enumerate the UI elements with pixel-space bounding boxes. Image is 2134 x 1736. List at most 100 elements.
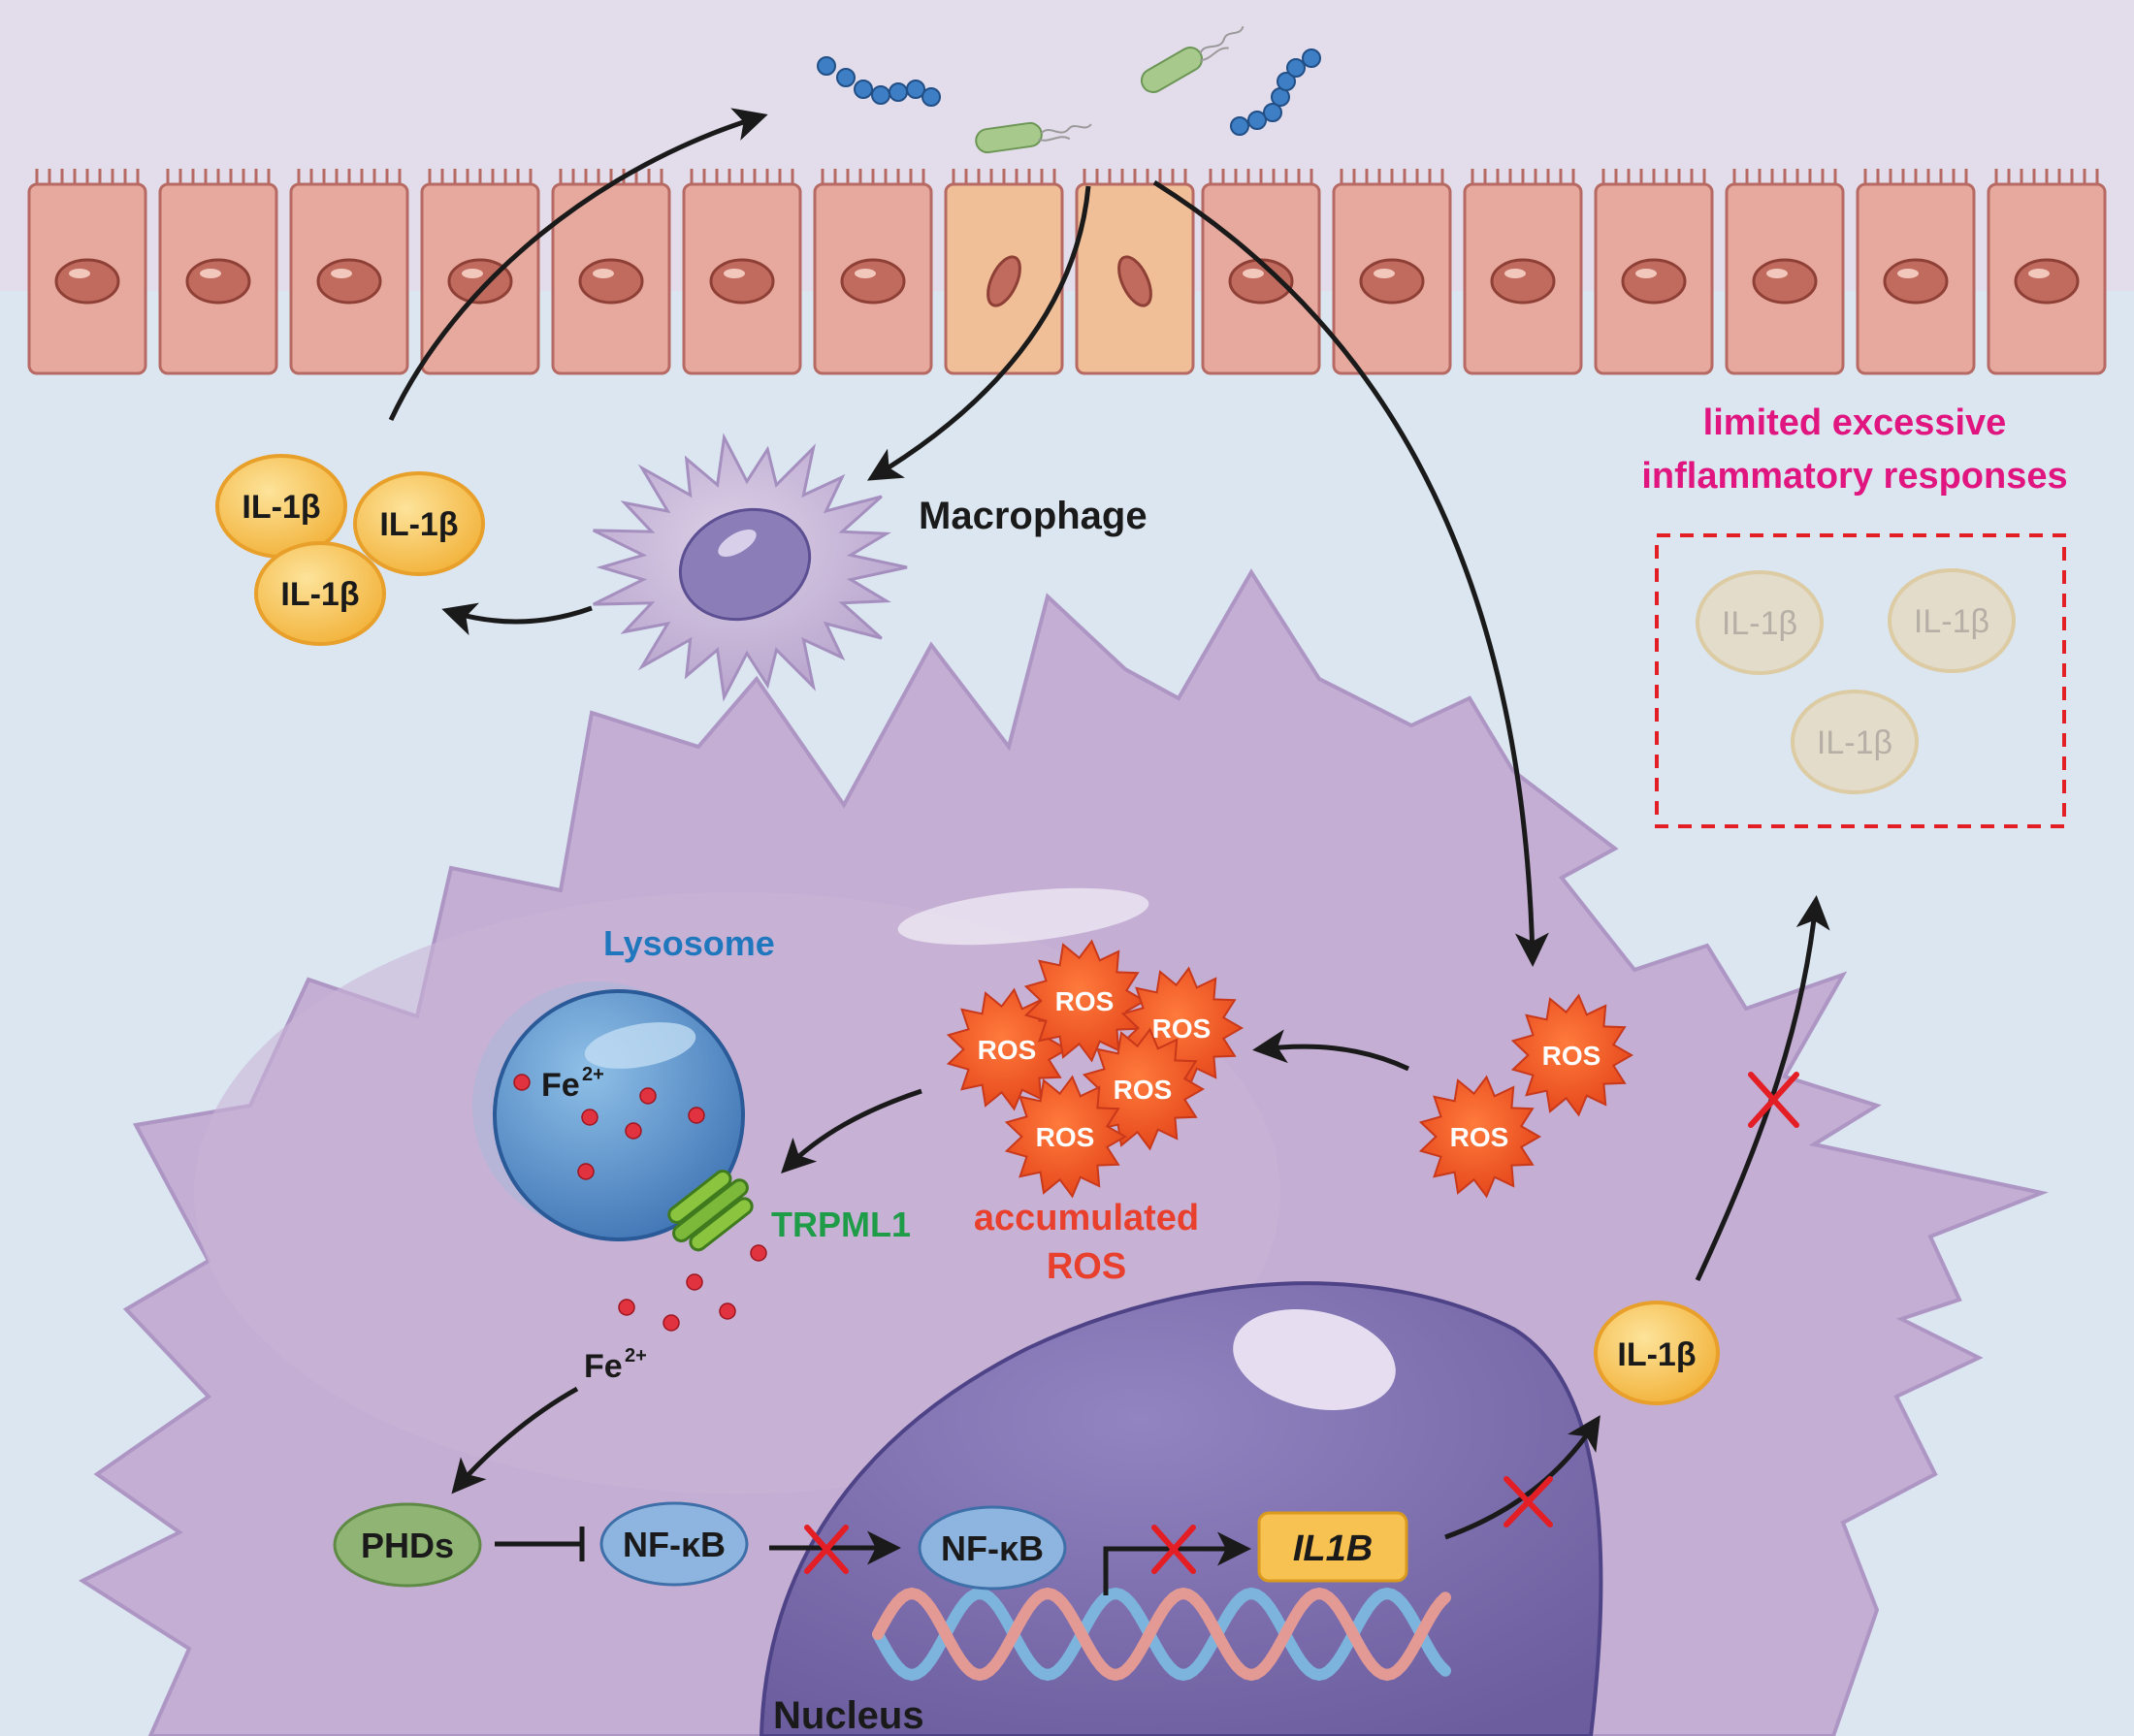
iron-dot [513,1074,531,1091]
rod-bacterium-body [1140,47,1204,93]
arrow-ros-to-accumulated [1252,1029,1410,1072]
ros-label: ROS [978,1035,1037,1065]
epithelial-cell [1332,169,1452,375]
arrow-gene-to-il1b [1444,1415,1600,1540]
cell-highlight [897,887,1149,946]
nfkb-cytoplasm-node: NF-κB [599,1501,749,1587]
epithelial-cell [551,169,671,375]
epithelial-nucleus-highlight [462,269,483,278]
lysosome [472,981,745,1241]
microvilli [1863,169,1968,184]
arrow-il1b-to-limited [1695,895,1830,1282]
coccus-bacterium [836,68,856,87]
arrow-bacteria-to-macrophage [866,185,1091,481]
microvilli [1732,169,1837,184]
nfkb-nucleus-label: NF-κB [941,1528,1044,1568]
iron-dot [686,1273,703,1291]
il1b-limited: IL-1β [1888,568,2016,673]
epithelial-nucleus-highlight [1897,269,1919,278]
epithelial-nucleus-highlight [331,269,352,278]
inhibition-phds-nfkb [495,1527,585,1561]
ros-star [946,987,1070,1111]
epithelial-cell [158,169,278,375]
flagella [1038,123,1092,142]
flagella [1199,25,1245,62]
dna-helix [872,1587,1451,1682]
ros-molecule: ROS [1418,1075,1542,1199]
microvilli [1083,169,1187,184]
il1b-limited-label: IL-1β [1722,605,1797,642]
microvilli [952,169,1056,184]
ros-label: ROS [1152,1013,1212,1044]
epithelial-nucleus [1752,258,1818,305]
coccus-bacterium [1230,116,1249,136]
epithelial-cell [1987,169,2107,375]
microvilli [821,169,925,184]
fe-inside-superscript: 2+ [582,1064,604,1085]
epithelial-cell [1075,169,1195,375]
epithelial-nucleus [1490,258,1556,305]
microvilli [1471,169,1575,184]
epithelial-nucleus [578,258,644,305]
block-x-transcription [1151,1525,1196,1574]
iron-dot [581,1109,598,1126]
nfkb-nucleus-node: NF-κB [918,1505,1067,1591]
microvilli [1209,169,1313,184]
fe-released-superscript: 2+ [625,1345,647,1366]
epithelial-cell [1201,169,1321,375]
il1b-secreted: IL-1β [215,454,347,559]
fe-inside-label: Fe 2+ [541,1064,604,1104]
coccus-bacterium [1247,111,1267,130]
arrow-fe-to-phds [451,1386,579,1495]
il1b-gene-box [1257,1511,1408,1583]
coccus-bacterium [1263,103,1282,122]
epithelium-layer [27,169,2107,375]
arrows [388,108,1830,1595]
block-marks [804,1072,1799,1574]
microvilli [1601,169,1706,184]
epithelial-cell [682,169,802,375]
epithelial-nucleus-highlight [1635,269,1657,278]
nucleus-label: Nucleus [773,1694,924,1736]
epithelial-nucleus [1883,258,1949,305]
il1b-limited-ellipse [1888,568,2016,673]
il1b-product-node: IL-1β [1594,1301,1720,1405]
arrow-bacteria-to-ros [1152,179,1549,967]
iron-dot [750,1244,767,1262]
trpml1-subunit [689,1197,754,1252]
dna-strand-pink [872,1587,1451,1682]
coccus-bacterium [1302,48,1321,68]
microvilli [1994,169,2099,184]
il1b-limited-ellipse [1791,690,1919,794]
il1b-gene-label: IL1B [1293,1528,1373,1569]
nucleus-shape [759,1281,1603,1736]
block-x-translocation [804,1525,849,1574]
il1b-limited-label: IL-1β [1914,603,1989,640]
ros-label: ROS [1450,1122,1509,1152]
nucleus-highlight [1233,1308,1396,1411]
ros-label: ROS [1542,1041,1601,1071]
microvilli [428,169,533,184]
epithelial-nucleus-highlight [593,269,614,278]
arrow-il1b-to-lumen [388,108,768,422]
nfkb-cytoplasm-ellipse [599,1501,749,1587]
iron-dot [618,1299,635,1316]
lysosome-highlight [584,1022,696,1069]
phds-label: PHDs [361,1526,454,1565]
il1b-product-label: IL-1β [1617,1336,1696,1373]
coccus-bacterium [906,80,925,99]
iron-dot [663,1314,680,1332]
epithelial-nucleus-highlight [724,269,745,278]
il1b-limited-ellipse [1696,570,1824,675]
ros-molecule: ROS [1004,1075,1128,1199]
rod-bacterium-body [975,121,1043,154]
rod-bacterium [975,121,1092,154]
il1b-limited: IL-1β [1696,570,1824,675]
phds-node: PHDs [333,1502,482,1588]
lysosome-label: Lysosome [603,923,775,963]
macrophage-label: Macrophage [919,495,1148,537]
epithelial-nucleus [709,258,775,305]
ros-label: ROS [1036,1122,1095,1152]
